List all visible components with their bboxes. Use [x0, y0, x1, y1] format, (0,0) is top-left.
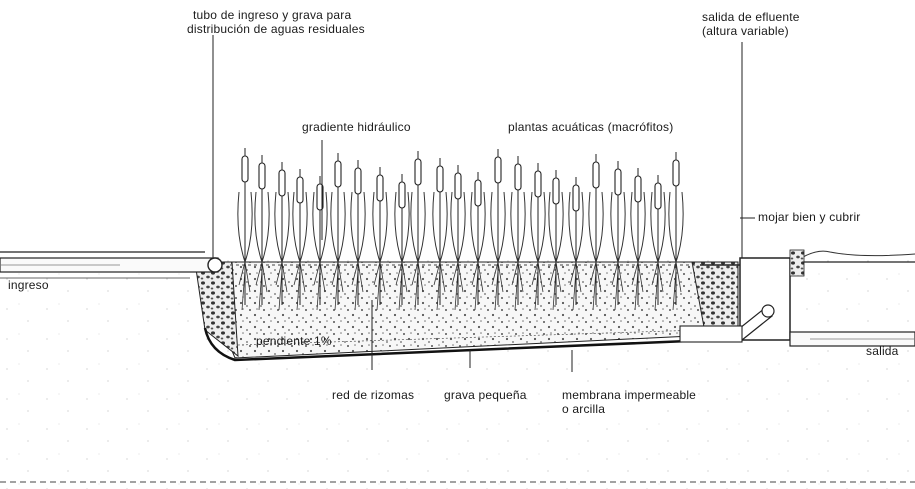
cattail-head — [242, 156, 248, 182]
plant-leaf — [433, 192, 440, 262]
cattail-head — [259, 163, 265, 189]
plant-leaf — [351, 192, 358, 262]
plant-leaf — [518, 192, 525, 262]
plant-leaf — [498, 192, 505, 262]
cattail-head — [335, 161, 341, 187]
plant-leaf — [338, 192, 345, 262]
cattail-head — [437, 166, 443, 192]
plant-leaf — [618, 192, 625, 262]
cattail-head — [355, 168, 361, 194]
plant-leaf — [491, 192, 498, 262]
plant-leaf — [245, 192, 252, 262]
plant-leaf — [262, 192, 269, 262]
seal-cover-label: mojar bien y cubrir — [758, 210, 861, 224]
plant-leaf — [331, 192, 338, 262]
plant-leaf — [458, 192, 465, 262]
plant-leaf — [669, 192, 676, 262]
plant-leaf — [596, 192, 603, 262]
cattail-head — [535, 171, 541, 197]
cattail-head — [455, 173, 461, 199]
hydraulic-gradient-label: gradiente hidráulico — [302, 120, 411, 134]
cattail-head — [635, 176, 641, 202]
cattail-head — [399, 182, 405, 208]
slope-label: pendiente 1% — [256, 334, 332, 348]
cattail-head — [377, 175, 383, 201]
inlet-pipe-label: tubo de ingreso y grava para distribució… — [193, 8, 365, 36]
plant-leaf — [631, 192, 638, 262]
small-gravel-label: grava pequeña — [444, 388, 527, 402]
plant-leaf — [238, 192, 245, 262]
plant-leaf — [538, 192, 545, 262]
membrane-label: membrana impermeable o arcilla — [562, 388, 696, 416]
plant-leaf — [638, 192, 645, 262]
plant-leaf — [373, 192, 380, 262]
cattail-head — [415, 159, 421, 185]
plant-leaf — [531, 192, 538, 262]
plant-leaf — [418, 192, 425, 262]
plant-leaf — [282, 192, 289, 262]
plant-leaf — [255, 192, 262, 262]
plant-leaf — [411, 192, 418, 262]
plant-leaf — [380, 192, 387, 262]
effluent-outlet-label: salida de efluente (altura variable) — [702, 10, 800, 38]
inlet-label: ingreso — [8, 278, 49, 292]
cattail-head — [279, 170, 285, 196]
outlet-label: salida — [866, 344, 899, 358]
rhizome-network-label: red de rizomas — [332, 388, 414, 402]
inlet-pipe — [0, 35, 222, 272]
cattail-head — [593, 162, 599, 188]
cattail-head — [495, 157, 501, 183]
plant-leaf — [611, 192, 618, 262]
plant-leaf — [440, 192, 447, 262]
cattail-head — [615, 169, 621, 195]
plant-leaf — [511, 192, 518, 262]
cattail-head — [573, 185, 579, 211]
cattail-head — [655, 183, 661, 209]
plant-leaf — [451, 192, 458, 262]
plant-leaf — [275, 192, 282, 262]
aquatic-plants-label: plantas acuáticas (macrófitos) — [508, 120, 673, 134]
cattail-head — [553, 178, 559, 204]
cattail-head — [673, 160, 679, 186]
plant-leaf — [676, 192, 683, 262]
plant-leaf — [589, 192, 596, 262]
cattail-head — [297, 177, 303, 203]
plant-leaf — [358, 192, 365, 262]
cattail-head — [515, 164, 521, 190]
cattail-head — [475, 180, 481, 206]
